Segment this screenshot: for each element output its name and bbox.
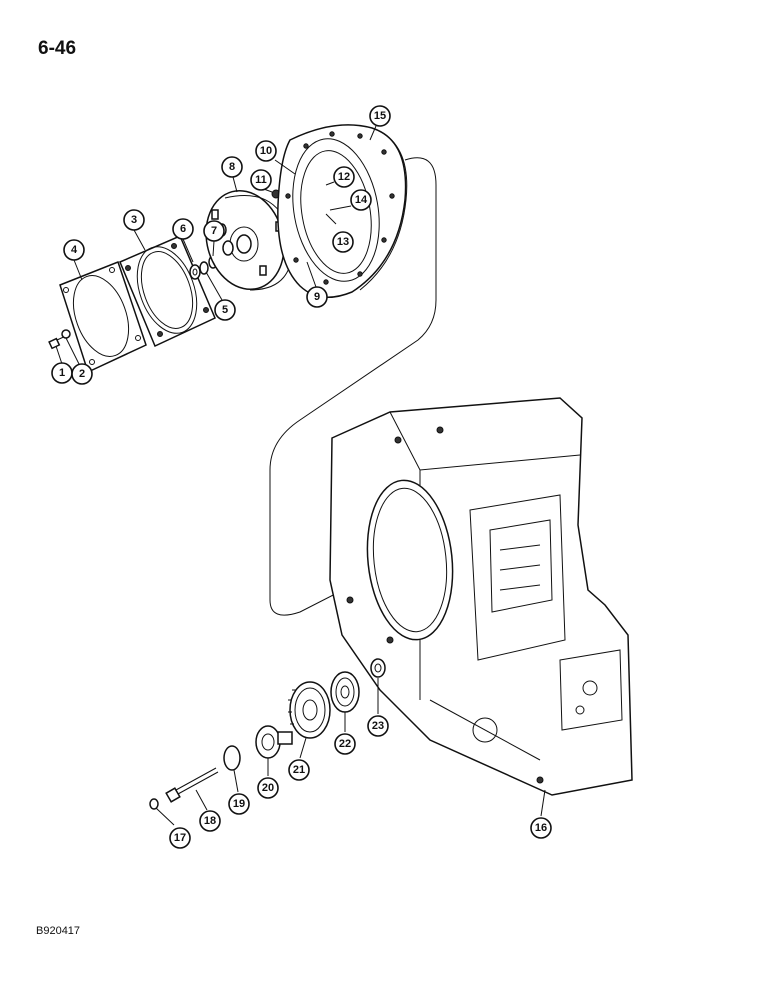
washer-part-17 [149,798,159,810]
svg-text:17: 17 [174,832,186,844]
callout-21: 21 [288,759,310,781]
callout-6: 6 [172,218,194,240]
svg-text:16: 16 [535,822,547,834]
washer-part-23 [370,658,386,678]
callout-15: 15 [369,105,391,127]
callout-7: 7 [203,220,225,242]
callout-8: 8 [221,156,243,178]
transmission-housing-part-16 [329,397,633,796]
svg-text:15: 15 [374,110,386,122]
callout-23: 23 [367,715,389,737]
svg-text:20: 20 [262,782,274,794]
assembly-guide-line [269,157,437,616]
callout-18: 18 [199,810,221,832]
callout-5: 5 [214,299,236,321]
figure-code: B920417 [36,925,81,937]
svg-text:12: 12 [338,171,350,183]
callout-19: 19 [228,793,250,815]
svg-text:18: 18 [204,815,216,827]
callout-17: 17 [169,827,191,849]
callout-12: 12 [333,166,355,188]
svg-text:6: 6 [180,223,186,235]
ring-part-5 [199,261,209,275]
bolt-part-18 [165,767,219,803]
svg-text:14: 14 [355,194,368,206]
svg-text:23: 23 [372,720,384,732]
svg-text:7: 7 [211,225,217,237]
svg-text:8: 8 [229,161,235,173]
callout-3: 3 [123,209,145,231]
callout-13: 13 [332,231,354,253]
svg-text:21: 21 [293,764,305,776]
page-number: 6-46 [38,38,77,59]
seal-part-6 [189,264,201,280]
svg-text:5: 5 [222,304,228,316]
callout-11: 11 [250,169,272,191]
callout-2: 2 [71,363,93,385]
gear-part-22 [330,671,360,713]
callout-22: 22 [334,733,356,755]
callout-16: 16 [530,817,552,839]
washer-part-2 [61,329,71,339]
svg-text:19: 19 [233,798,245,810]
callout-1: 1 [51,362,73,384]
svg-text:3: 3 [131,214,137,226]
callout-9: 9 [306,286,328,308]
callout-20: 20 [257,777,279,799]
gasket-part-4 [59,261,147,374]
svg-text:2: 2 [79,368,85,380]
callout-4: 4 [63,239,85,261]
o-ring-part-19 [223,745,241,771]
svg-text:10: 10 [260,145,272,157]
svg-text:11: 11 [255,174,267,186]
svg-text:1: 1 [59,367,65,379]
leader-lines [55,125,546,826]
svg-text:9: 9 [314,291,320,303]
cover-plate-part-3 [119,235,216,348]
svg-text:22: 22 [339,738,351,750]
callout-14: 14 [350,189,372,211]
hub-part-20 [255,725,293,759]
callout-10: 10 [255,140,277,162]
svg-text:13: 13 [337,236,349,248]
gear-part-21 [288,681,331,739]
svg-text:4: 4 [71,244,78,256]
flywheel-housing-part-15 [277,124,408,298]
